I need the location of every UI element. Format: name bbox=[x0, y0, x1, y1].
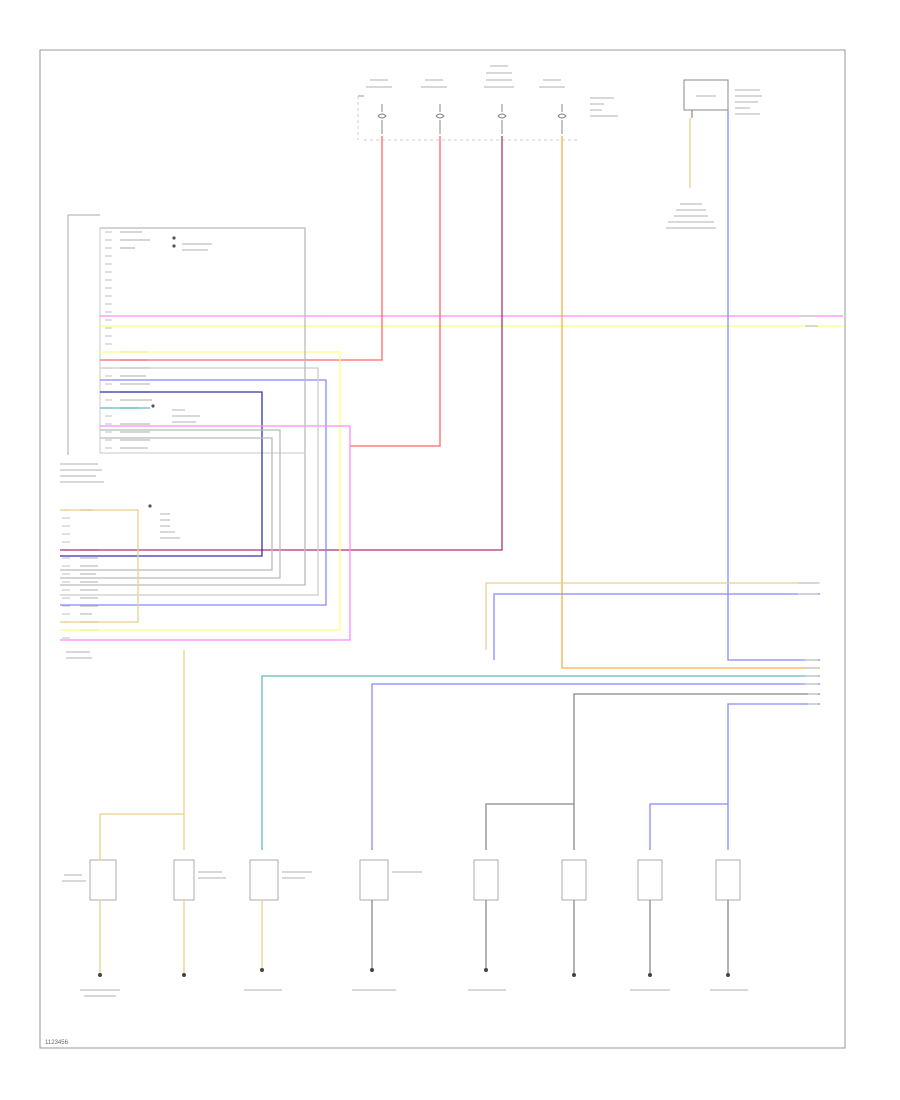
wire-gray-inner bbox=[60, 437, 273, 571]
wire-blue-inner bbox=[60, 391, 263, 557]
wire-gray-c bbox=[60, 429, 281, 579]
diagram-frame bbox=[39, 49, 846, 1049]
wire-tan-long bbox=[485, 582, 820, 650]
lamp-8 bbox=[710, 859, 748, 991]
wire-gray-branch bbox=[485, 803, 574, 850]
wire-blue-long-c bbox=[727, 703, 820, 850]
wire-gray-long bbox=[573, 693, 820, 850]
wire-blue-long-b bbox=[371, 683, 820, 850]
lower-connector bbox=[62, 509, 98, 659]
wire-gray-b bbox=[60, 367, 319, 596]
wire-teal-long bbox=[261, 675, 820, 850]
wire-end-markers bbox=[798, 315, 818, 705]
lamp-5 bbox=[468, 859, 506, 991]
diagram-code: 1123456 bbox=[45, 1040, 69, 1046]
wire-tan-down bbox=[99, 650, 185, 850]
lamp-7 bbox=[630, 859, 670, 991]
lamp-6 bbox=[561, 859, 587, 977]
lamp-2 bbox=[173, 859, 226, 977]
wire-blue-right bbox=[727, 110, 820, 661]
wire-purple bbox=[60, 136, 503, 551]
wire-pink-inner bbox=[60, 425, 351, 641]
wire-red-b bbox=[350, 136, 441, 447]
wire-blue-branch bbox=[649, 803, 728, 850]
wire-gray-e bbox=[60, 227, 306, 586]
trailer-module bbox=[60, 214, 306, 483]
wire-tan-lower bbox=[60, 509, 139, 623]
bottom-components bbox=[62, 850, 748, 997]
lamp-4 bbox=[352, 859, 422, 991]
lamp-1 bbox=[62, 850, 120, 997]
top-fuse-block bbox=[357, 65, 618, 141]
connector-dots bbox=[148, 236, 212, 539]
wire-blue-long bbox=[493, 593, 820, 660]
top-relay-box bbox=[666, 79, 762, 229]
wire-red-a bbox=[100, 136, 383, 361]
wire-blue-mid bbox=[60, 379, 327, 606]
wire-yellow-mid bbox=[60, 351, 341, 631]
wire-orange bbox=[561, 136, 820, 669]
lamp-3 bbox=[244, 859, 312, 991]
